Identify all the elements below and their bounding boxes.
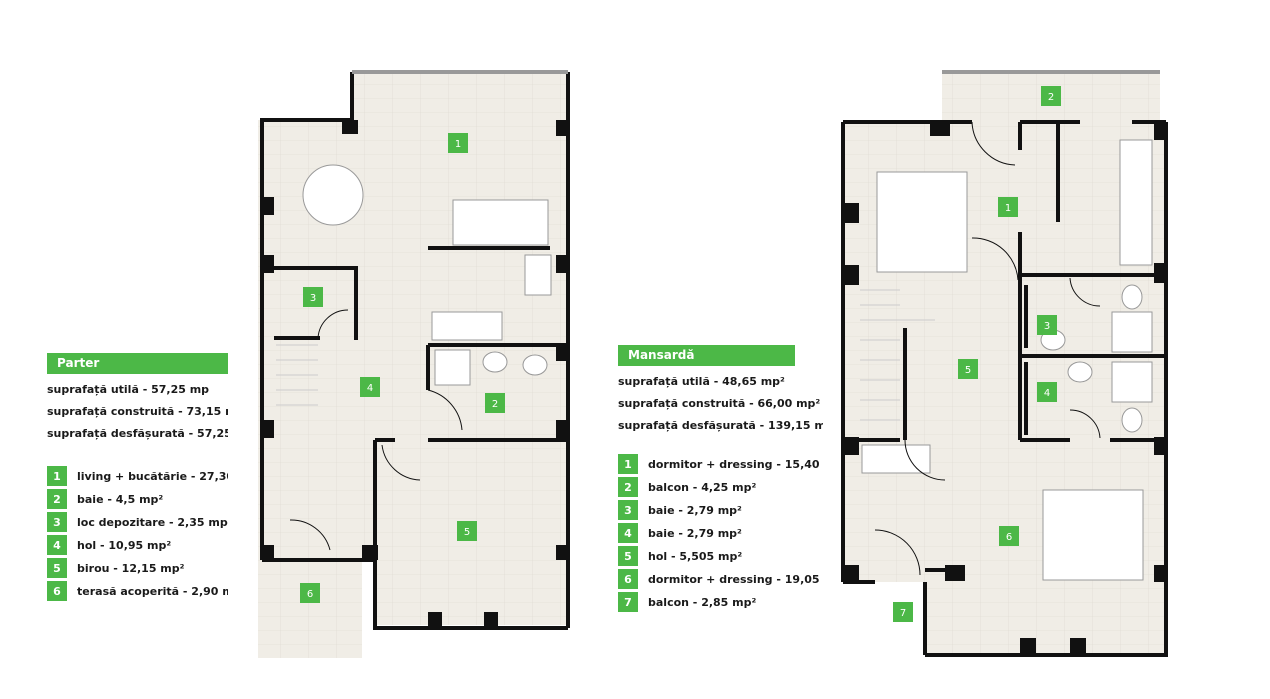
svg-text:3: 3 bbox=[1044, 321, 1050, 332]
room-label-6: 6 bbox=[300, 583, 320, 603]
legend-title: Parter bbox=[47, 353, 228, 374]
svg-text:2: 2 bbox=[1048, 92, 1054, 103]
parter-legend: Parter suprafață utilă - 57,25 mp supraf… bbox=[47, 353, 228, 604]
room-label-5: 5 bbox=[958, 359, 978, 379]
stat-usable: suprafață utilă - 57,25 mp bbox=[47, 383, 210, 396]
room-label-4: 4 bbox=[360, 377, 380, 397]
stat-built: suprafață construită - 73,15 mp bbox=[47, 405, 228, 418]
room-label-2: 2 bbox=[1041, 86, 1061, 106]
room-label-1: 1 bbox=[998, 197, 1018, 217]
svg-text:3: 3 bbox=[310, 293, 316, 304]
svg-text:7: 7 bbox=[900, 608, 906, 619]
room-label-6: 6 bbox=[999, 526, 1019, 546]
mansarda-plan bbox=[841, 70, 1168, 657]
mansarda-room-labels: 1 2 3 4 5 6 7 bbox=[893, 86, 1061, 622]
svg-text:5: 5 bbox=[464, 527, 470, 538]
room-label-4: 4 bbox=[1037, 382, 1057, 402]
stat-developed: suprafață desfășurată - 139,15 mp² bbox=[618, 419, 823, 432]
svg-text:1: 1 bbox=[1005, 203, 1011, 214]
svg-text:4: 4 bbox=[367, 383, 373, 394]
stat-developed: suprafață desfășurată - 57,25 m bbox=[47, 427, 228, 440]
svg-text:6: 6 bbox=[1006, 532, 1012, 543]
room-label-5: 5 bbox=[457, 521, 477, 541]
stat-built: suprafață construită - 66,00 mp² bbox=[618, 397, 821, 410]
parter-room-labels: 1 2 3 4 5 6 bbox=[300, 133, 505, 603]
room-label-2: 2 bbox=[485, 393, 505, 413]
stat-usable: suprafață utilă - 48,65 mp² bbox=[618, 375, 785, 388]
svg-text:2: 2 bbox=[492, 399, 498, 410]
room-label-1: 1 bbox=[448, 133, 468, 153]
svg-text:6: 6 bbox=[307, 589, 313, 600]
parter-plan bbox=[258, 70, 570, 658]
mansarda-legend: Mansardă suprafață utilă - 48,65 mp² sup… bbox=[618, 345, 823, 615]
room-label-7: 7 bbox=[893, 602, 913, 622]
svg-text:1: 1 bbox=[455, 139, 461, 150]
svg-text:5: 5 bbox=[965, 365, 971, 376]
legend-title: Mansardă bbox=[618, 345, 795, 366]
room-label-3: 3 bbox=[303, 287, 323, 307]
room-label-3: 3 bbox=[1037, 315, 1057, 335]
svg-text:4: 4 bbox=[1044, 388, 1050, 399]
